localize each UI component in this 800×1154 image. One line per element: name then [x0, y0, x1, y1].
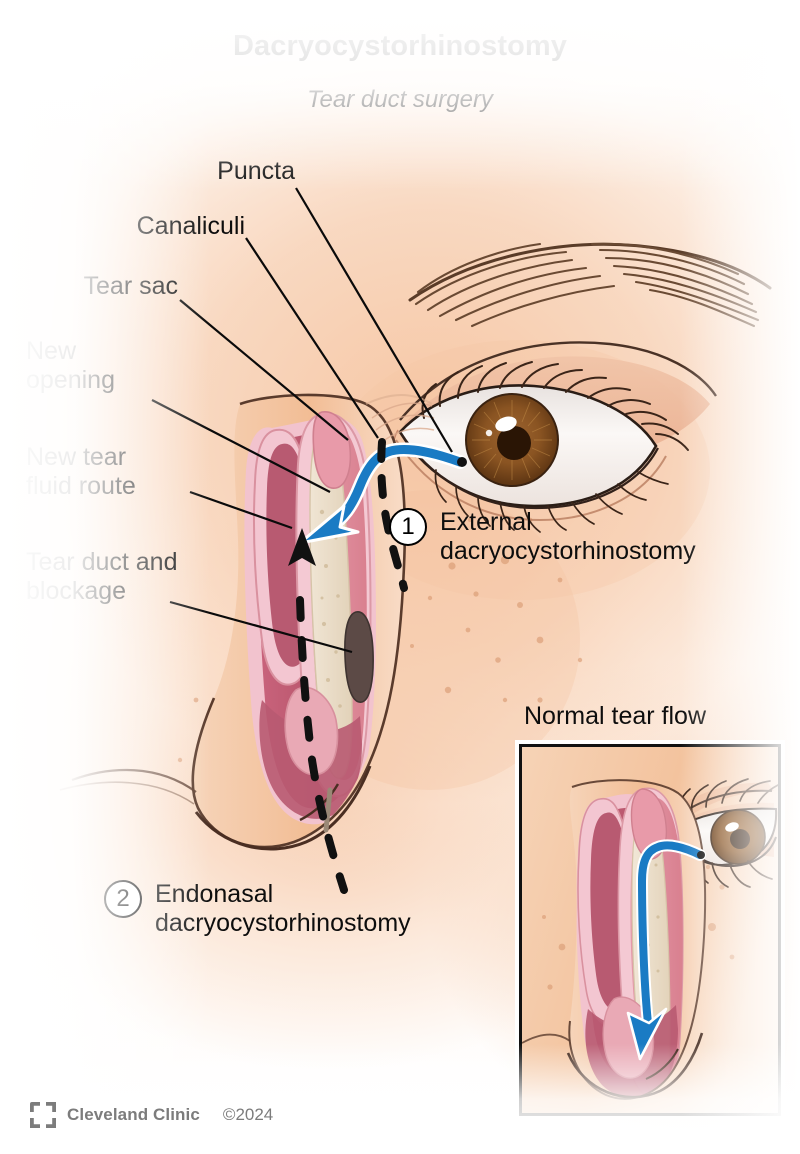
- columella-mark: [323, 787, 333, 833]
- cleveland-clinic-logo-icon: [30, 1102, 56, 1128]
- brand-name: Cleveland Clinic: [67, 1105, 200, 1124]
- lower-lashes: [434, 469, 669, 533]
- eye-highlight: [495, 416, 517, 432]
- lower-eyelid: [399, 431, 659, 510]
- callout-1-text: External dacryocystorhinostomy: [440, 508, 696, 566]
- eye-highlight-small: [485, 429, 493, 437]
- fade-right: [680, 0, 800, 1154]
- tear-sac: [312, 411, 352, 489]
- new-tear-fluid-route-arrow: [298, 442, 467, 545]
- inner-canthus-folds: [371, 402, 435, 443]
- pupil: [497, 426, 531, 460]
- external-dcr-dashed-line: [377, 438, 408, 592]
- footer: Cleveland Clinic ©2024: [30, 1102, 273, 1128]
- upper-lashes: [421, 361, 689, 451]
- nostril-rim: [194, 765, 372, 851]
- leader-puncta: [295, 187, 453, 453]
- fade-bottom: [0, 1044, 800, 1154]
- inset-title: Normal tear flow: [524, 702, 706, 730]
- fade-top: [0, 0, 800, 190]
- copyright-text: ©2024: [222, 1105, 274, 1124]
- puncta-point: [457, 457, 467, 467]
- iris-striations: [472, 400, 552, 480]
- leader-canaliculi: [245, 237, 379, 439]
- endonasal-dcr-dashed-line: [296, 596, 348, 894]
- endonasal-arrowhead: [288, 528, 316, 566]
- fade-left: [0, 0, 210, 1154]
- tear-duct-blockage: [344, 611, 374, 703]
- tear-route-arrowhead: [298, 504, 360, 545]
- callout-1-line2: dacryocystorhinostomy: [440, 537, 696, 565]
- callout-1-line1: External: [440, 508, 532, 536]
- callout-number-1: 1: [389, 508, 427, 546]
